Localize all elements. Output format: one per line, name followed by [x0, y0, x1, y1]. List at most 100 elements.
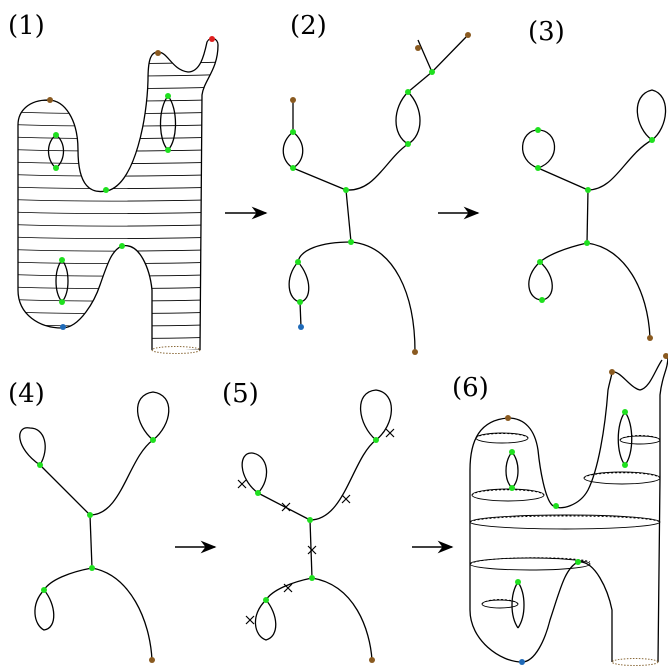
panel-label-4: (4) [8, 379, 45, 409]
level-set-line [18, 336, 218, 339]
critical-point [309, 575, 315, 581]
critical-point [290, 165, 296, 171]
critical-point [373, 437, 379, 443]
critical-point [649, 137, 655, 143]
max-point [209, 36, 215, 42]
critical-point [87, 512, 93, 518]
critical-point [41, 587, 47, 593]
end-point [647, 335, 653, 341]
critical-point [622, 409, 628, 415]
min-point [60, 324, 66, 330]
critical-point [290, 129, 296, 135]
critical-point [348, 239, 354, 245]
critical-point [53, 132, 59, 138]
end-point [412, 349, 418, 355]
critical-point [255, 490, 261, 496]
panel-4-graph [19, 391, 170, 663]
end-point [415, 45, 421, 51]
critical-point [53, 165, 59, 171]
level-set-line [18, 286, 218, 289]
panel-label-2: (2) [290, 11, 327, 41]
hole-1 [505, 451, 519, 489]
boundary-circle [611, 658, 659, 666]
end-point [465, 32, 471, 38]
panel-3-reduced-graph [521, 89, 667, 341]
critical-point [343, 187, 349, 193]
min-point [298, 324, 304, 330]
critical-point [307, 517, 313, 523]
critical-point [297, 299, 303, 305]
max-point [663, 353, 668, 359]
level-set-line [18, 136, 218, 139]
end-point [149, 657, 155, 663]
critical-point [539, 297, 545, 303]
level-set-line [18, 261, 218, 264]
level-set-line [18, 111, 218, 114]
level-set-line [18, 149, 218, 152]
hole-1 [47, 134, 65, 169]
critical-point [165, 93, 171, 99]
critical-point [515, 579, 521, 585]
panel-2-reeb-graph [282, 32, 471, 355]
panel-5-graph-with-cuts [237, 389, 395, 663]
max-point [505, 415, 511, 421]
cut-marks [237, 428, 395, 625]
level-set-line [18, 299, 218, 302]
level-set-line [18, 211, 218, 214]
level-set-lines [18, 61, 218, 350]
panel-label-3: (3) [528, 17, 565, 47]
level-set-line [18, 161, 218, 164]
level-set-line [18, 174, 218, 177]
level-set-line [18, 274, 218, 277]
panel-label-1: (1) [8, 11, 45, 41]
panel-label-5: (5) [222, 379, 259, 409]
panel-1-surface [17, 36, 219, 354]
level-set-line [18, 124, 218, 127]
critical-point [575, 559, 581, 565]
critical-point [150, 437, 156, 443]
max-point [47, 97, 53, 103]
critical-point [119, 243, 125, 249]
critical-point [509, 485, 515, 491]
critical-point [537, 259, 543, 265]
level-set-line [18, 224, 218, 227]
critical-point [263, 597, 269, 603]
critical-point [295, 259, 301, 265]
level-set-line [18, 249, 218, 252]
level-set-line [18, 186, 218, 189]
hole-3 [55, 259, 69, 303]
critical-point [37, 462, 43, 468]
critical-point [405, 89, 411, 95]
critical-point [103, 187, 109, 193]
critical-point [622, 462, 628, 468]
end-point [290, 97, 296, 103]
critical-point [535, 127, 541, 133]
max-point [609, 369, 615, 375]
panel-6-surface-decomposition [469, 353, 668, 666]
hole-3 [511, 581, 525, 629]
end-point [369, 657, 375, 663]
panel-label-6: (6) [452, 373, 489, 403]
critical-point [59, 257, 65, 263]
boundary-circle [151, 346, 201, 354]
critical-point [585, 187, 591, 193]
hole-2 [159, 95, 177, 151]
level-set-line [18, 199, 218, 202]
hole-2 [617, 411, 633, 466]
level-set-line [18, 61, 218, 64]
level-set-line [18, 74, 218, 77]
critical-point [509, 449, 515, 455]
critical-point [429, 69, 435, 75]
level-set-line [18, 236, 218, 239]
max-point [155, 50, 161, 56]
level-set-line [18, 311, 218, 314]
critical-point [89, 565, 95, 571]
critical-point [535, 165, 541, 171]
critical-point [405, 141, 411, 147]
critical-point [553, 503, 559, 509]
level-set-line [18, 86, 218, 89]
critical-point [165, 147, 171, 153]
critical-point [584, 240, 590, 246]
critical-point [59, 299, 65, 305]
